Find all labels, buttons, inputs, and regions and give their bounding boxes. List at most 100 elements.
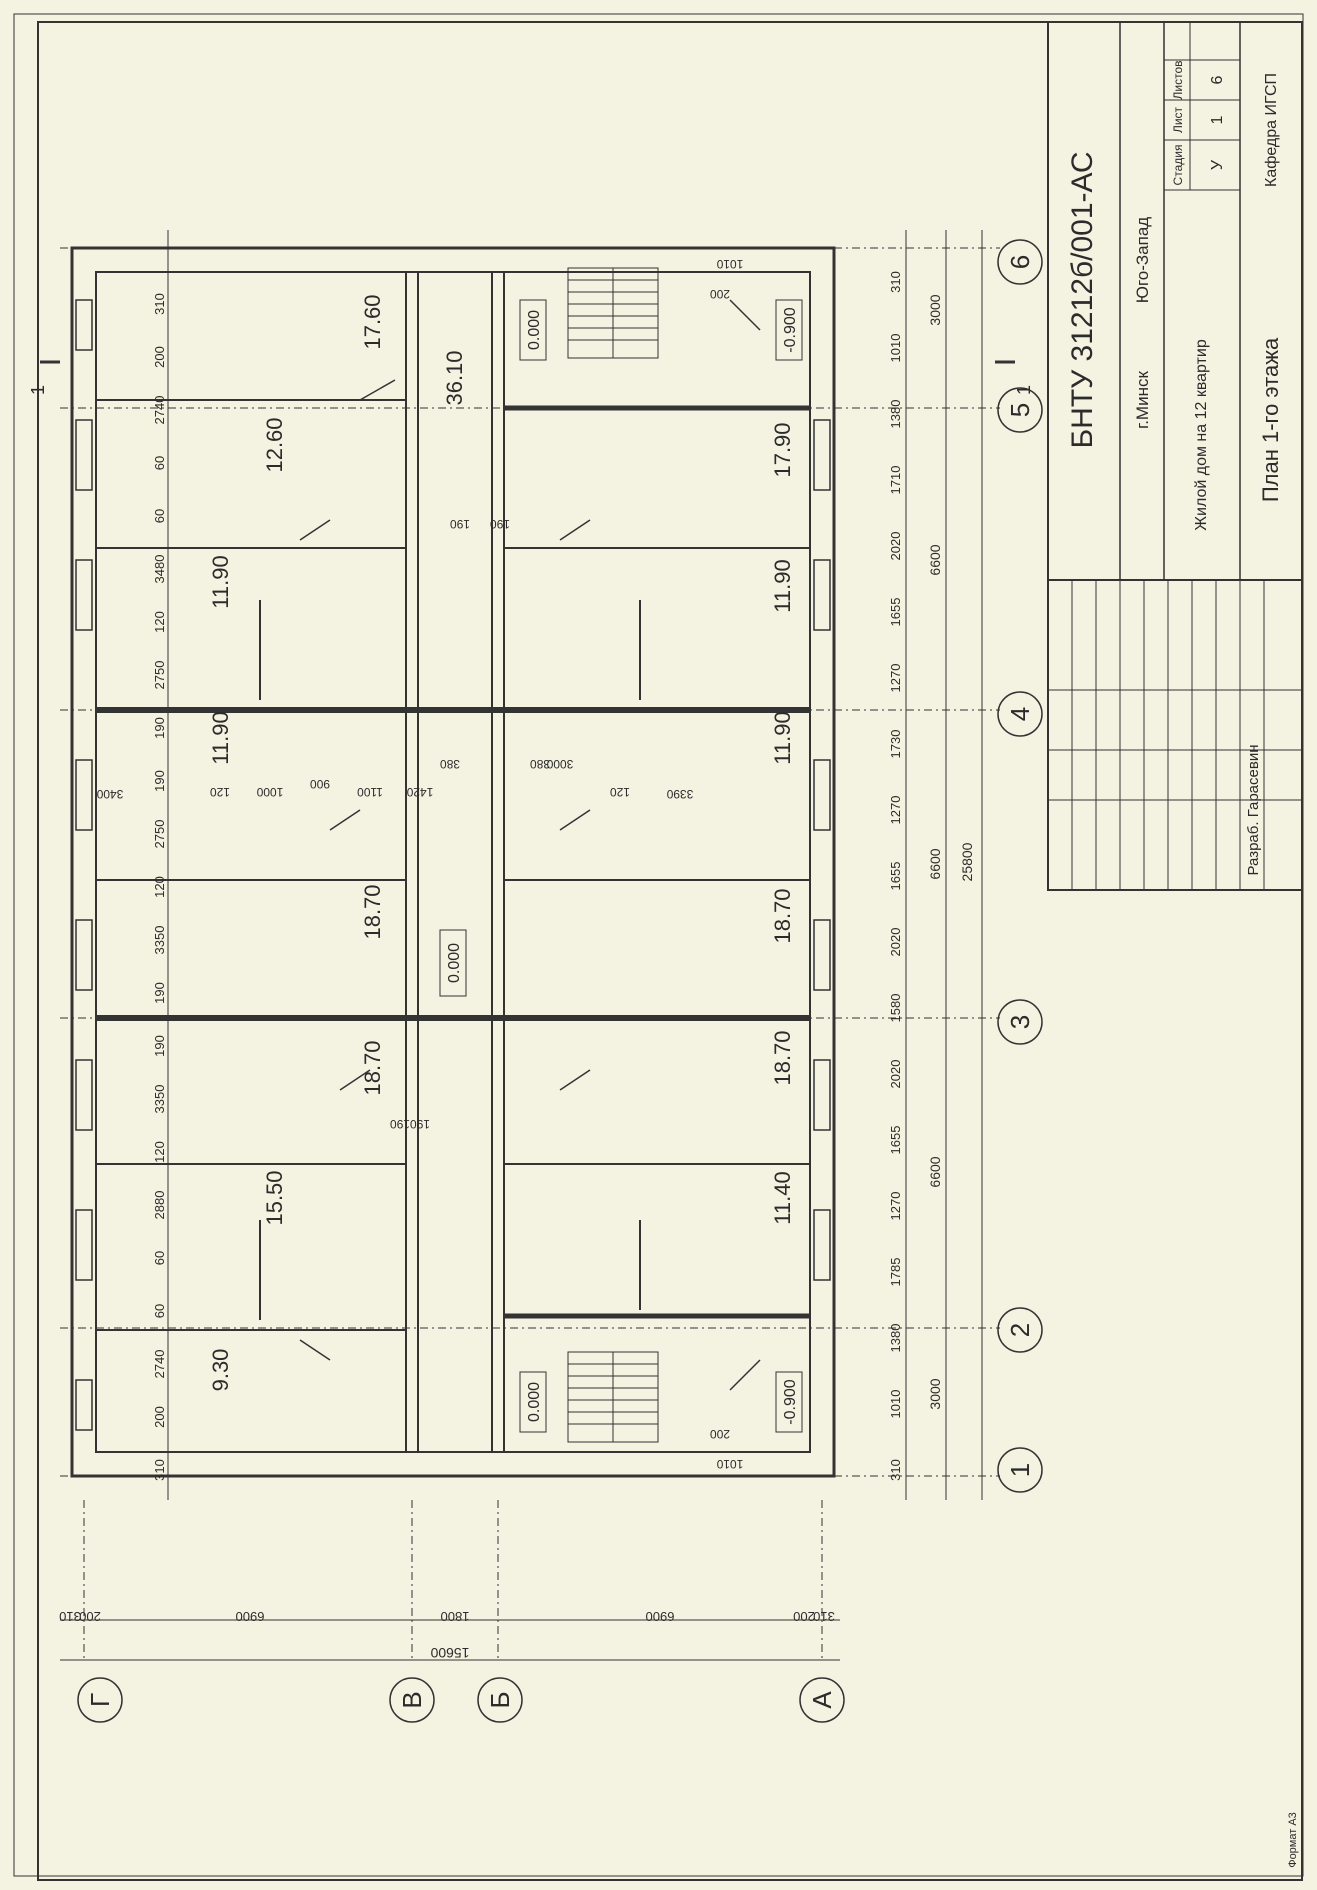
dimension-label: 900: [310, 777, 330, 791]
dimension-label: 200: [79, 1609, 101, 1624]
title-sheet-label: Лист: [1171, 106, 1185, 133]
inner-frame: [37, 21, 1303, 1881]
dimension-label: 1100: [357, 785, 383, 799]
dimension-label: 2020: [888, 928, 903, 957]
dimension-label: 1010: [716, 257, 743, 271]
title-sheets: 6: [1209, 75, 1226, 84]
dimension-label: 1800: [441, 1609, 470, 1624]
title-developer: Разраб. Гарасевин: [1245, 745, 1262, 876]
door-swings: [299, 299, 761, 1391]
title-dept: Кафедра ИГСП: [1263, 73, 1280, 187]
level-corridor: 0.000: [446, 943, 463, 983]
room-labels: 17.60 12.60 11.90 11.90 18.70 18.70 15.5…: [208, 294, 795, 1391]
room-area: 15.50: [262, 1170, 287, 1225]
room-area: 11.90: [770, 559, 795, 612]
outer-wall: [70, 246, 836, 1478]
axis-label: 6: [1005, 255, 1035, 269]
dimension-label: 3400: [96, 787, 123, 801]
windows: [75, 299, 831, 1431]
axis-label: 4: [1005, 707, 1035, 721]
dimension-label: 3480: [152, 555, 167, 584]
dimension-label: 200: [710, 287, 730, 301]
dimension-label: 2020: [888, 1060, 903, 1089]
room-area: 36.10: [442, 350, 467, 405]
dimension-label: 1000: [256, 785, 283, 799]
dimension-label: 1270: [888, 1192, 903, 1221]
level-stair-bottom: 0.000: [526, 1382, 543, 1422]
dimension-label: 3350: [152, 926, 167, 955]
axis-label: 2: [1005, 1323, 1035, 1337]
dimension-label: 120: [152, 876, 167, 898]
dimension-label: 200: [152, 346, 167, 368]
section-label: 1: [1014, 385, 1034, 395]
dimension-label: 1010: [888, 334, 903, 363]
dimension-label: 3390: [666, 787, 693, 801]
dimension-label: 60: [152, 1251, 167, 1265]
dimension-label: 60: [152, 1304, 167, 1318]
dimension-label: 310: [888, 1459, 903, 1481]
dimension-label: 190: [490, 517, 510, 531]
dimension-label: 310: [888, 271, 903, 293]
column-axis-markers: 1 2 3 4 5 6: [997, 239, 1043, 1493]
stair-bottom: [567, 1351, 659, 1443]
title-city: г.Минск: [1133, 371, 1152, 429]
level-marks: 0.000 0.000 -0.900 0.000 -0.900: [439, 299, 803, 1433]
dimension-label: 310: [813, 1609, 835, 1624]
corridor-wall-b: [491, 271, 505, 1453]
room-area: 11.40: [770, 1171, 795, 1224]
dimension-label: 1730: [888, 730, 903, 759]
dimension-label: 200: [152, 1406, 167, 1428]
dimension-label: 2020: [888, 532, 903, 561]
dimension-label: 120: [152, 1141, 167, 1163]
dimension-label: 2880: [152, 1191, 167, 1220]
level-stair-bottom-low: -0.900: [782, 1379, 799, 1424]
dimension-label: 1270: [888, 796, 903, 825]
dimension-label: 380: [440, 757, 460, 771]
dimension-label: 1380: [888, 1324, 903, 1353]
level-stair-top-low: -0.900: [782, 307, 799, 352]
title-project: Жилой дом на 12 квартир: [1193, 339, 1210, 531]
dims-bottom-a: 3101010138017851270165520201580202016551…: [888, 271, 903, 1481]
title-stage-label: Стадия: [1171, 145, 1185, 186]
dimension-label: 200: [710, 1427, 730, 1441]
dimension-label: 3000: [546, 757, 573, 771]
corridor-wall-v: [405, 271, 419, 1453]
dimension-label: 190: [450, 517, 470, 531]
dimension-label: 1420: [406, 785, 433, 799]
dimension-label: 2750: [152, 820, 167, 849]
dimension-label: 190: [390, 1117, 410, 1131]
axis-label: В: [397, 1691, 427, 1708]
dimension-label: 200: [793, 1609, 815, 1624]
room-area: 18.70: [360, 884, 385, 939]
dimension-label: 6600: [927, 1156, 943, 1187]
room-area: 11.90: [208, 555, 233, 608]
dimension-label: 2740: [152, 1350, 167, 1379]
dimension-label: 1010: [888, 1390, 903, 1419]
dimension-label: 190: [152, 770, 167, 792]
dimension-label: 2750: [152, 661, 167, 690]
dimension-label: 1010: [716, 1457, 743, 1471]
axis-label: 3: [1005, 1015, 1035, 1029]
dimension-label: 1380: [888, 400, 903, 429]
dimension-label: 6600: [927, 544, 943, 575]
dimension-label: 3000: [927, 294, 943, 325]
dim-total-length: 25800: [959, 842, 975, 881]
dimension-label: 120: [610, 785, 630, 799]
axis-lines: [60, 247, 1000, 1660]
dimension-label: 310: [59, 1609, 81, 1624]
axis-label: А: [807, 1691, 837, 1709]
title-sheet-title: План 1-го этажа: [1258, 337, 1283, 502]
dimension-label: 310: [152, 293, 167, 315]
room-area: 18.70: [770, 1030, 795, 1085]
dimension-label: 1655: [888, 1126, 903, 1155]
dimension-label: 190: [152, 1035, 167, 1057]
axis-label: Г: [85, 1693, 115, 1707]
title-district: Юго-Запад: [1133, 217, 1152, 304]
dimension-label: 1655: [888, 598, 903, 627]
title-sheets-label: Листов: [1171, 61, 1185, 100]
section-label: 1: [28, 385, 48, 395]
room-area: 17.60: [360, 294, 385, 349]
